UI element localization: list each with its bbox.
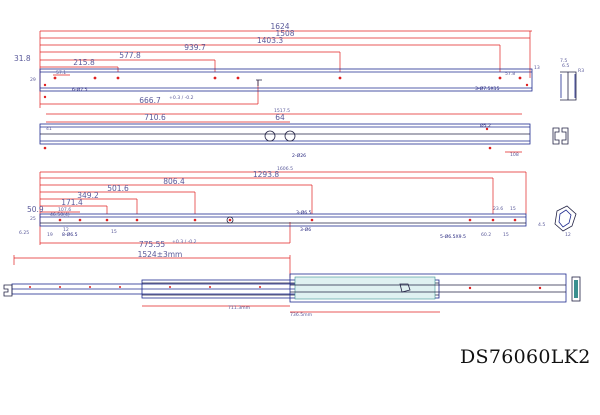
view3-r-c: 60.2 [481, 232, 491, 238]
dim-overall-top: 1624 [270, 22, 289, 31]
dim-1293: 1293.8 [253, 170, 279, 179]
dim-1517: 1517.5 [274, 108, 290, 114]
view3-d12: 12 [63, 227, 69, 233]
view3-hole-a: 8-Ø6.5 [62, 231, 78, 238]
dim-25: 25 [30, 216, 36, 222]
dim-939: 939.7 [184, 43, 206, 52]
dim-577: 577.8 [119, 51, 141, 60]
dim-50: 50.9 [27, 205, 44, 214]
outer-rail-body [39, 68, 533, 92]
dim-15: 15 [111, 229, 117, 235]
view1-side-profile: 7.5 6.5 R3 [560, 58, 584, 101]
dim-overall: 1508 [275, 29, 294, 38]
dim-806: 806.4 [163, 177, 185, 186]
dim-extension: 1524±3mm [138, 250, 183, 259]
dim-1403: 1403.3 [257, 36, 283, 45]
view-1-outer-member: 1624 1508 1403.3 939.7 577.8 215.8 31.8 … [14, 22, 584, 108]
dim-349: 349.2 [77, 191, 99, 200]
dim-57-right: 57.8 [505, 71, 515, 77]
hole-callout-left: 6-Ø7.5 [72, 86, 88, 93]
view3-mount-holes [58, 218, 517, 222]
view-4-extended-assembly: 1524±3mm 711.3mm 736.5mm [3, 250, 581, 318]
lock-lever [399, 283, 411, 293]
dim-710: 710.6 [144, 113, 166, 122]
view-2-intermediate-member: 1517.5 710.6 64 2-Ø26 41 Ø5.2 108 [39, 108, 569, 159]
dim-height-left: 29 [30, 77, 36, 83]
view3-r-e: 4.5 [538, 222, 545, 228]
dim-half: 666.7 [139, 96, 161, 105]
dim-half-tolerance: +0.3 / -0.2 [169, 95, 194, 101]
inner-rail-body [39, 213, 527, 227]
dim-711: 711.3mm [228, 305, 251, 311]
view3-r-b: 15 [510, 206, 516, 212]
dim-775: 775.55 [139, 240, 165, 249]
view-3-inner-member: 1606.5 1293.8 806.4 501.6 349.2 171.4 10… [19, 166, 577, 249]
dim-775-tolerance: +0.3 / -0.2 [172, 239, 197, 245]
view2-large-hole-right [284, 130, 296, 142]
view3-side-profile: 12 [554, 205, 577, 238]
front-bracket [3, 284, 13, 297]
svg-text:7.5: 7.5 [560, 58, 567, 64]
view3-hole-b: 3-Ø6.5 [296, 209, 312, 216]
view2-left-small: 41 [46, 126, 52, 132]
svg-text:R3: R3 [578, 68, 584, 74]
view1-mount-holes [43, 76, 529, 99]
svg-text:12: 12 [565, 232, 571, 238]
dim-736: 736.5mm [290, 312, 313, 318]
view3-r-a: 23.6 [493, 206, 503, 212]
dim-19: 19 [47, 232, 53, 238]
dim-107: 107.6 [58, 207, 71, 213]
dim-171: 171.4 [61, 198, 83, 207]
view2-large-hole-left [264, 130, 276, 142]
view4-inner-holes [29, 286, 261, 288]
view2-right-small: Ø5.2 [480, 122, 491, 129]
dim-46: 46.50(4) [50, 212, 70, 218]
model-code-label: DS76060LK2 [460, 346, 591, 368]
dim-215: 215.8 [73, 58, 95, 67]
hole-callout-right: 3-Ø7.5X15 [475, 85, 500, 92]
view3-hole-mid: 3-Ø6 [300, 226, 311, 233]
dim-1606: 1606.5 [277, 166, 293, 172]
view2-side-profile [552, 127, 569, 145]
view2-right-b: 108 [510, 152, 519, 158]
view3-hole-c: 5-Ø6.5X9.5 [440, 233, 466, 240]
view3-r-d: 15 [503, 232, 509, 238]
view4-end-profile [571, 276, 581, 302]
dim-64: 64 [275, 113, 285, 122]
dim-right-height: 13 [534, 65, 540, 71]
dim-6-25: 6.25 [19, 230, 29, 236]
dim-left-offset: 31.8 [14, 54, 31, 63]
extended-outer-member [289, 273, 567, 303]
dim-57-left: 57.1 [56, 70, 66, 76]
svg-text:6.5: 6.5 [562, 63, 569, 69]
dim-501: 501.6 [107, 184, 129, 193]
view2-hole-callout: 2-Ø26 [292, 152, 306, 159]
extended-intermediate-member [141, 279, 440, 299]
